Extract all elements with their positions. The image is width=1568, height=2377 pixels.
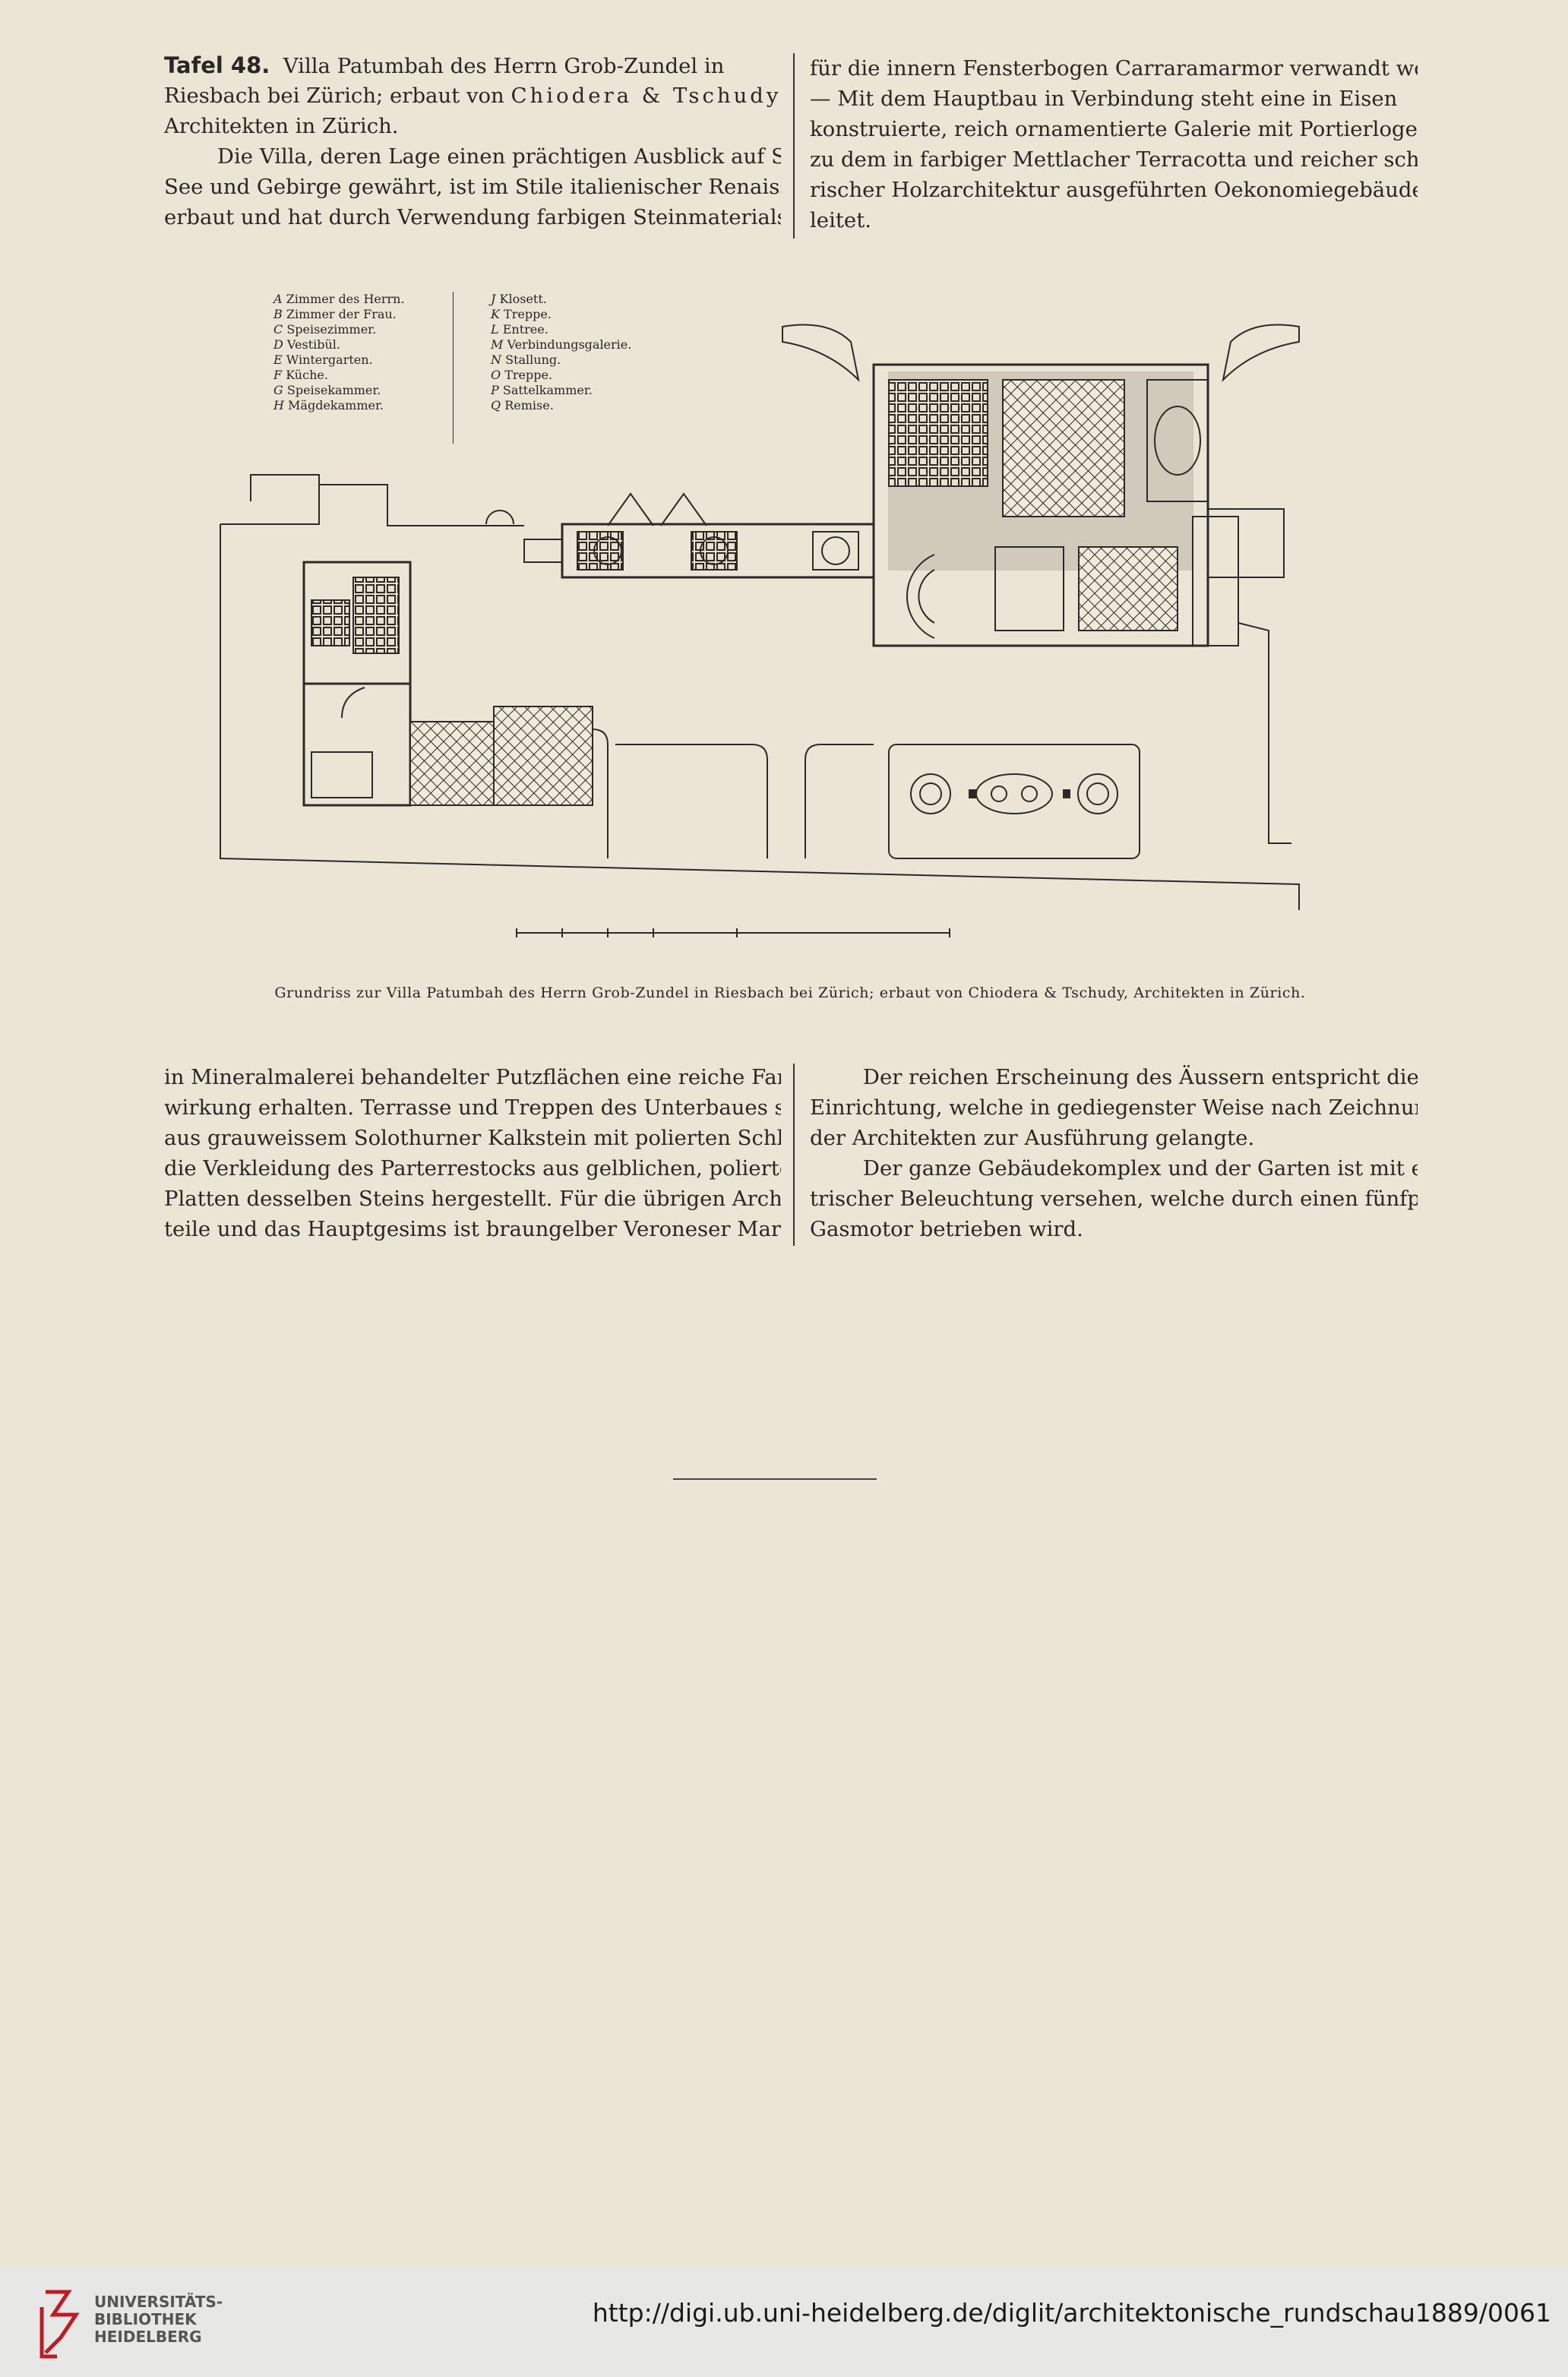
- bottom-left-column: in Mineralmalerei behandelter Putzfläche…: [164, 1062, 781, 1244]
- bottom-right-column: Der reichen Erscheinung des Äussern ents…: [810, 1062, 1418, 1244]
- library-logo-icon: [40, 2290, 80, 2359]
- legend-entry: J Klosett.: [491, 292, 547, 306]
- site-boundary-upper: [220, 484, 524, 526]
- text-line: wirkung erhalten. Terrasse und Treppen d…: [164, 1095, 781, 1120]
- legend-entry: A Zimmer des Herrn.: [273, 292, 405, 306]
- stable: [409, 721, 495, 806]
- text-line: Tafel 48. Villa Patumbah des Herrn Grob-…: [164, 52, 725, 78]
- text-line: rischer Holzarchitektur ausgeführten Oek…: [810, 178, 1418, 202]
- column-divider: [793, 53, 795, 239]
- bay-right: [1222, 324, 1300, 383]
- text-line: konstruierte, reich ornamentierte Galeri…: [810, 117, 1418, 141]
- text-line: trischer Beleuchtung versehen, welche du…: [810, 1187, 1418, 1211]
- legend-entry: K Treppe.: [491, 307, 552, 321]
- text-line: Einrichtung, welche in gediegenster Weis…: [810, 1095, 1418, 1120]
- text-line: für die innern Fensterbogen Carraramarmo…: [810, 56, 1418, 81]
- column-divider: [793, 1064, 795, 1246]
- text-line: Platten desselben Steins hergestellt. Fü…: [164, 1187, 781, 1211]
- coach-house: [493, 706, 593, 806]
- top-left-column: Tafel 48. Villa Patumbah des Herrn Grob-…: [164, 50, 781, 232]
- bay-left: [782, 324, 860, 383]
- service-stair: [341, 687, 365, 719]
- legend-entry: C Speisezimmer.: [273, 322, 377, 337]
- text-line: teile und das Hauptgesims ist braungelbe…: [164, 1217, 781, 1241]
- fan-steps-left: [607, 492, 654, 526]
- legend-entry: O Treppe.: [491, 368, 553, 382]
- architects-name: Chiodera & Tschudy: [511, 84, 781, 108]
- section-end-rule: [673, 1478, 877, 1480]
- garden-edge: [1238, 622, 1291, 844]
- text-line: Die Villa, deren Lage einen prächtigen A…: [164, 144, 781, 169]
- library-footer: UNIVERSITÄTS- BIBLIOTHEK HEIDELBERG http…: [0, 2268, 1568, 2377]
- top-right-column: für die innern Fensterbogen Carraramarmo…: [810, 53, 1418, 235]
- text-line: die Verkleidung des Parterrestocks aus g…: [164, 1156, 781, 1181]
- figure-caption: Grundriss zur Villa Patumbah des Herrn G…: [274, 985, 1306, 1001]
- floor-plan-drawing: [220, 324, 1300, 937]
- vestibule: [994, 546, 1064, 631]
- text-line: aus grauweissem Solothurner Kalkstein mi…: [164, 1126, 781, 1150]
- text-line: Gasmotor betrieben wird.: [810, 1217, 1083, 1241]
- fan-steps-right: [660, 492, 707, 526]
- round-pavilion: [485, 510, 514, 525]
- legend-entry: G Speisekammer.: [273, 383, 381, 397]
- text-line: erbaut und hat durch Verwendung farbigen…: [164, 205, 781, 229]
- legend-entry: D Vestibül.: [273, 337, 340, 352]
- legend-entry: L Entree.: [491, 322, 548, 337]
- side-room: [1207, 508, 1285, 578]
- legend-entry: H Mägdekammer.: [273, 398, 384, 412]
- legend-entry: P Sattelkammer.: [491, 383, 593, 397]
- legend-entry: N Stallung.: [491, 352, 561, 367]
- text-line: der Architekten zur Ausführung gelangte.: [810, 1126, 1255, 1150]
- site-steps: [250, 474, 320, 501]
- text-line: Der reichen Erscheinung des Äussern ents…: [862, 1065, 1418, 1089]
- plan-legend-right: J Klosett. K Treppe. L Entree. M Verbind…: [491, 292, 631, 413]
- garden-parterre: [888, 744, 1140, 859]
- text-line: Riesbach bei Zürich; erbaut von Chiodera…: [164, 84, 781, 108]
- flowerbed: [910, 773, 951, 814]
- gallery-room: [1002, 379, 1125, 517]
- gallery-steps: [523, 539, 563, 563]
- legend-entry: B Zimmer der Frau.: [273, 307, 397, 321]
- plate-number: Tafel 48.: [164, 52, 270, 78]
- garden-path: [805, 744, 874, 858]
- text-line: leitet.: [810, 208, 871, 232]
- site-boundary: [220, 524, 1300, 910]
- text-line: — Mit dem Hauptbau in Verbindung steht e…: [810, 87, 1398, 111]
- main-villa: [872, 363, 1209, 647]
- legend-divider: [453, 292, 454, 444]
- room-a: [888, 379, 988, 487]
- text-line: Architekten in Zürich.: [164, 114, 399, 138]
- text-line: Der ganze Gebäudekomplex und der Garten …: [810, 1156, 1418, 1181]
- flowerbed: [1077, 773, 1118, 814]
- plan-legend-left: A Zimmer des Herrn. B Zimmer der Frau. C…: [273, 292, 405, 413]
- text-line: in Mineralmalerei behandelter Putzfläche…: [164, 1065, 781, 1089]
- kitchen-wing: [302, 682, 412, 807]
- book-page: Tafel 48. Villa Patumbah des Herrn Grob-…: [164, 50, 1418, 1480]
- room-b: [1146, 379, 1209, 502]
- legend-entry: F Küche.: [273, 368, 328, 382]
- legend-entry: Q Remise.: [491, 398, 554, 412]
- scale-bar: [516, 928, 950, 937]
- text-line: zu dem in farbiger Mettlacher Terracotta…: [810, 147, 1418, 172]
- legend-entry: M Verbindungsgalerie.: [491, 337, 632, 352]
- flowerbed: [975, 773, 1053, 814]
- terrace-right: [1192, 516, 1239, 646]
- legend-entry: E Wintergarten.: [273, 352, 373, 367]
- winter-garden: [1078, 546, 1178, 631]
- text-line: See und Gebirge gewährt, ist im Stile it…: [164, 175, 781, 199]
- main-staircase: [906, 554, 935, 639]
- library-name: UNIVERSITÄTS- BIBLIOTHEK HEIDELBERG: [94, 2293, 223, 2346]
- garden-path: [615, 744, 768, 858]
- source-url-link[interactable]: http://digi.ub.uni-heidelberg.de/diglit/…: [592, 2298, 1551, 2328]
